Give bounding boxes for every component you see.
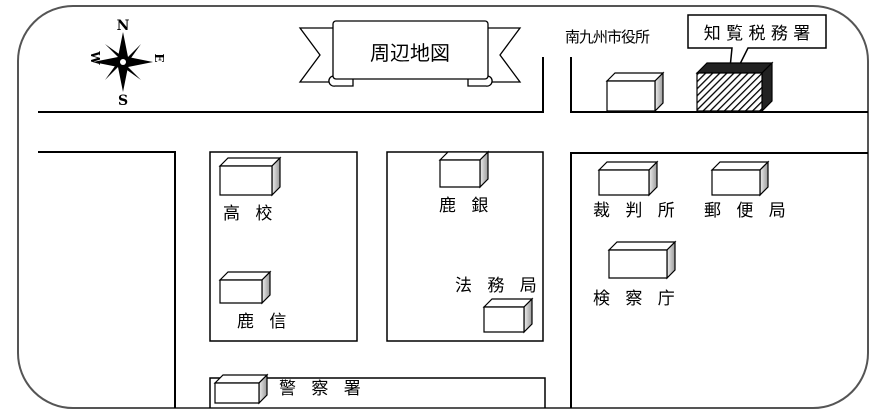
tax-office-callout: 知 覧 税 務 署 bbox=[687, 14, 827, 89]
compass-n: N bbox=[117, 18, 130, 34]
compass-e: E bbox=[152, 53, 166, 62]
label-legal-bureau: 法 務 局 bbox=[455, 276, 542, 296]
label-shinkin: 鹿 信 bbox=[237, 312, 291, 332]
label-bank: 鹿 銀 bbox=[439, 196, 493, 216]
label-prosecutor: 検 察 庁 bbox=[593, 289, 680, 309]
compass-rose-icon: N S E W bbox=[88, 18, 166, 109]
building-legal-bureau-icon bbox=[482, 297, 534, 334]
map-title: 周辺地図 bbox=[370, 41, 450, 65]
building-police-icon bbox=[213, 373, 269, 405]
building-high-school-icon bbox=[218, 156, 282, 197]
building-bank-icon bbox=[438, 150, 490, 189]
label-police: 警 察 署 bbox=[279, 379, 366, 399]
label-court: 裁 判 所 bbox=[593, 201, 680, 221]
compass-w: W bbox=[88, 50, 102, 65]
label-post-office: 郵 便 局 bbox=[704, 201, 791, 221]
building-court-icon bbox=[597, 160, 659, 197]
label-tax-office: 知 覧 税 務 署 bbox=[704, 24, 811, 44]
building-post-office-icon bbox=[710, 160, 770, 197]
compass-s: S bbox=[118, 93, 128, 109]
label-city-hall: 南九州市役所 bbox=[565, 28, 650, 46]
map-frame bbox=[17, 5, 869, 409]
roads bbox=[38, 57, 868, 408]
label-high-school: 高 校 bbox=[223, 204, 277, 224]
building-tax-office-icon bbox=[695, 61, 774, 113]
building-prosecutor-icon bbox=[607, 240, 677, 280]
title-banner: 周辺地図 bbox=[298, 20, 522, 87]
building-city-hall-icon bbox=[605, 71, 665, 113]
building-shinkin-icon bbox=[218, 270, 272, 305]
